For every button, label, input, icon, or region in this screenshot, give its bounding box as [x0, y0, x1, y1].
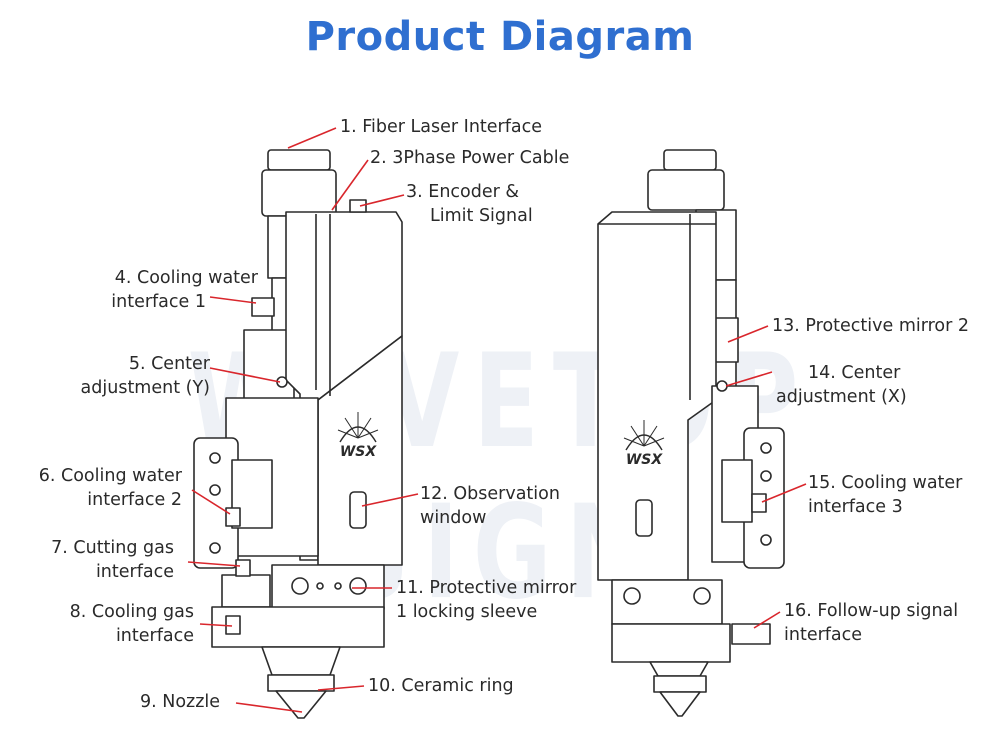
label-10: 10. Ceramic ring	[368, 676, 514, 696]
leader-12	[361, 493, 419, 507]
right-cutting-head	[597, 149, 785, 717]
page-title: Product Diagram	[305, 14, 695, 60]
leader-1	[287, 127, 337, 149]
leader-lines	[187, 127, 807, 713]
leader-6	[191, 489, 231, 515]
svg-text:WSX: WSX	[626, 452, 664, 468]
label-2: 2. 3Phase Power Cable	[370, 148, 570, 168]
leader-16	[753, 611, 781, 629]
leader-15	[761, 483, 807, 503]
leader-7	[187, 561, 241, 567]
label-3: 3. Encoder &Limit Signal	[406, 182, 533, 226]
leader-9	[235, 702, 303, 713]
leader-8	[199, 623, 233, 627]
leader-10	[317, 685, 365, 691]
label-1: 1. Fiber Laser Interface	[340, 117, 543, 137]
left-cutting-head	[193, 149, 403, 719]
leader-5	[209, 367, 281, 383]
leader-2	[331, 159, 369, 211]
leader-4	[209, 296, 257, 304]
wsx-logo-left: WSX	[337, 412, 379, 460]
wsx-logo-right: WSX	[623, 420, 665, 468]
leader-14	[725, 371, 773, 387]
svg-text:WSX: WSX	[340, 444, 378, 460]
leader-13	[727, 325, 769, 343]
label-13: 13. Protective mirror 2	[772, 316, 970, 336]
leader-3	[359, 194, 405, 207]
label-9: 9. Nozzle	[140, 692, 221, 712]
